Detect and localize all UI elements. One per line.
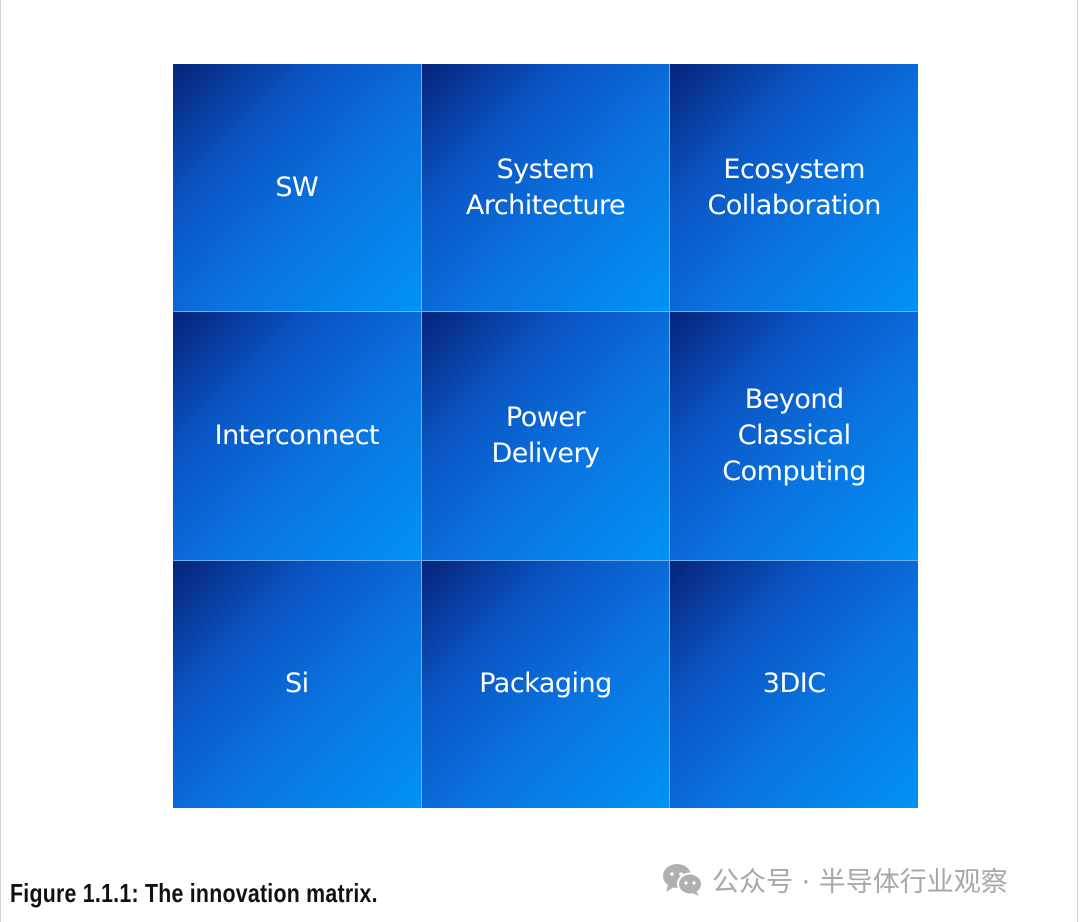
cell-label: Ecosystem Collaboration	[707, 153, 881, 221]
cell-label: SW	[275, 171, 319, 203]
figure-caption: Figure 1.1.1: The innovation matrix.	[10, 878, 378, 908]
wechat-icon	[663, 863, 703, 896]
cell-label: Si	[285, 668, 309, 700]
matrix-cell-packaging: Packaging	[421, 560, 670, 808]
cell-label: Interconnect	[214, 419, 380, 451]
cell-label: System Architecture	[465, 153, 626, 221]
matrix-cell-ecosystem-collaboration: Ecosystem Collaboration	[670, 64, 918, 312]
matrix-cell-interconnect: Interconnect	[173, 312, 421, 560]
matrix-cell-sw: SW	[173, 64, 421, 312]
cell-label: Beyond Classical Computing	[722, 383, 867, 487]
cell-label: 3DIC	[762, 668, 826, 700]
innovation-matrix: SW System Architecture Ecosystem Collabo…	[173, 64, 918, 808]
cell-label: Power Delivery	[491, 401, 600, 469]
matrix-cell-beyond-classical-computing: Beyond Classical Computing	[670, 312, 918, 560]
matrix-cell-power-delivery: Power Delivery	[421, 312, 670, 560]
cell-label: Packaging	[479, 668, 612, 700]
matrix-cell-system-architecture: System Architecture	[421, 64, 670, 312]
watermark: 公众号 · 半导体行业观察	[662, 860, 1008, 899]
watermark-text: 公众号 · 半导体行业观察	[712, 867, 1008, 898]
matrix-cell-3dic: 3DIC	[670, 560, 918, 808]
matrix-cell-si: Si	[173, 560, 421, 808]
